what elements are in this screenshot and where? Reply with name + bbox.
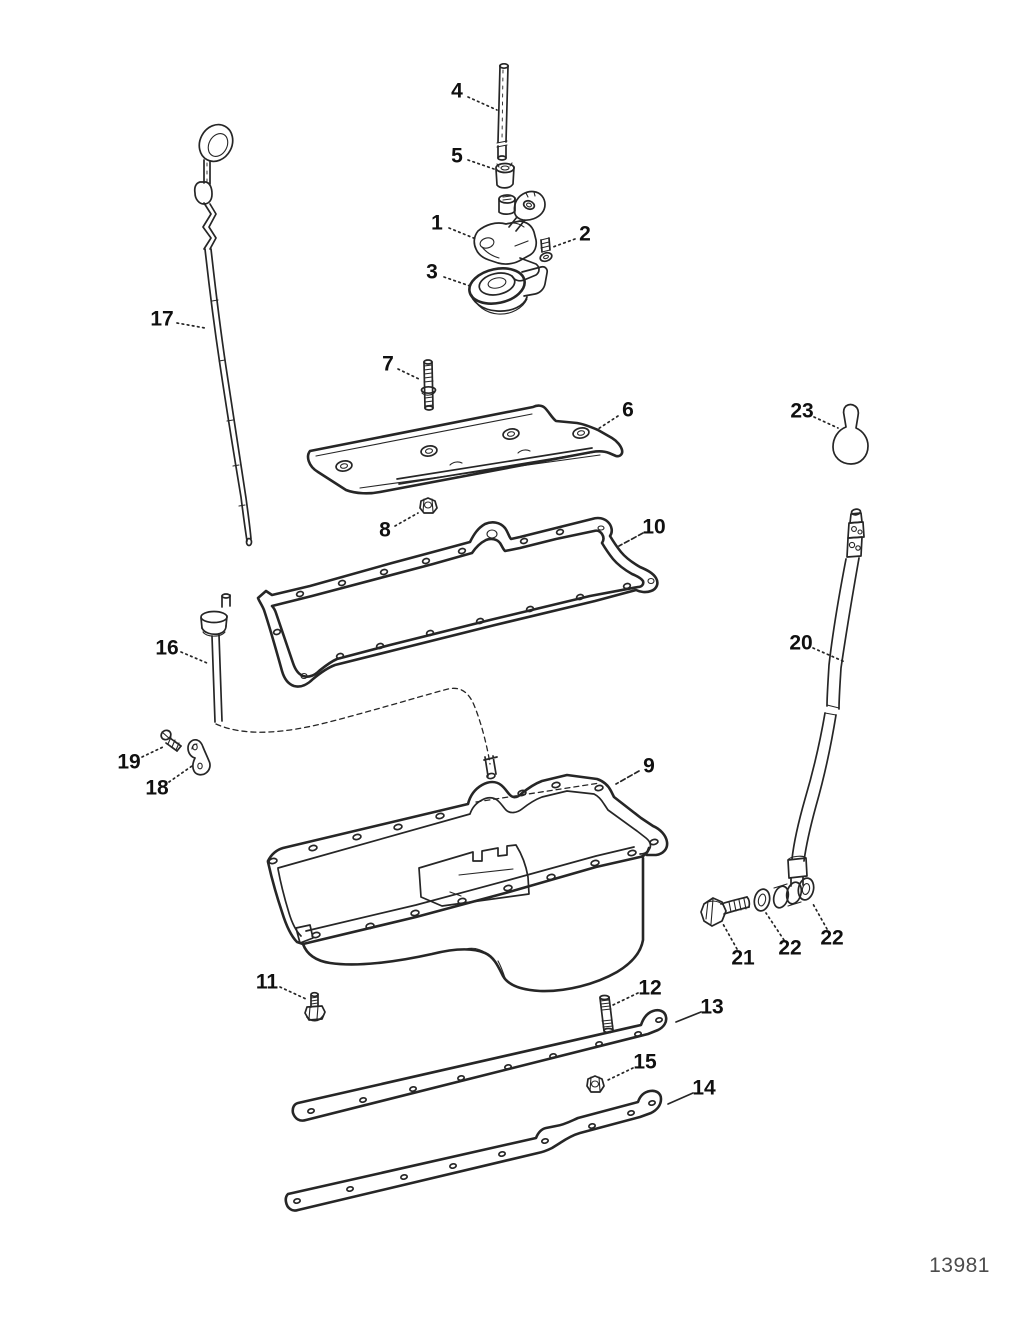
part-15-nut: [586, 1075, 605, 1093]
callout-number: 4: [451, 80, 463, 103]
part-2-screw: [539, 237, 553, 263]
callout-leader-line: [467, 96, 498, 111]
part-17-dipstick: [193, 123, 253, 547]
assembly-guide-line: [215, 687, 498, 780]
callout-number: 17: [150, 308, 173, 331]
part-3-pickup-strainer: [468, 265, 549, 315]
callout-leader-line: [812, 903, 828, 930]
part-18-clamp: [187, 739, 211, 776]
callout-leader-line: [168, 765, 193, 783]
part-14-reinforcement-rail: [284, 1089, 663, 1212]
callout-leader-line: [180, 651, 208, 664]
part-19-screw: [160, 729, 182, 752]
part-8-nut: [419, 497, 438, 514]
callout-18: 18: [145, 765, 193, 800]
callout-number: 21: [731, 947, 755, 970]
callout-number: 6: [622, 399, 634, 422]
part-16-dipstick-tube: [200, 593, 231, 723]
callout-leader-line: [612, 992, 639, 1006]
part-11-bolt: [304, 991, 326, 1022]
callout-number: 2: [579, 223, 591, 246]
callout-19: 19: [117, 746, 164, 774]
callout-number: 19: [117, 751, 140, 774]
callout-21: 21: [722, 923, 755, 970]
callout-leader-line: [765, 912, 785, 941]
callout-number: 7: [382, 353, 394, 376]
callout-number: 20: [789, 632, 812, 655]
callout-leader-line: [443, 276, 471, 287]
callout-number: 23: [790, 400, 813, 423]
callout-leader-line: [176, 322, 206, 329]
part-7-stud: [420, 359, 437, 411]
callout-leader-line: [397, 368, 422, 381]
part-4-driveshaft-rod: [496, 62, 510, 161]
callout-leader-line: [141, 746, 164, 758]
callout-number: 13: [700, 996, 723, 1019]
callout-11: 11: [256, 971, 307, 1000]
callout-16: 16: [155, 637, 208, 664]
callout-leader-line: [675, 1011, 702, 1023]
callout-leader-line: [467, 159, 495, 170]
part-21-banjo-bolt: [700, 896, 751, 927]
part-13-reinforcement-rail: [291, 1008, 668, 1122]
callout-number: 9: [643, 755, 655, 778]
callout-number: 22: [820, 927, 843, 950]
callout-leader-line: [394, 512, 419, 527]
callout-number: 15: [633, 1051, 657, 1074]
callout-4: 4: [451, 80, 498, 111]
callout-5: 5: [451, 145, 495, 170]
callout-leader-line: [667, 1092, 694, 1105]
callout-22: 22: [812, 903, 844, 950]
callout-number: 10: [642, 516, 665, 539]
callout-number: 8: [379, 519, 391, 542]
callout-number: 16: [155, 637, 178, 660]
callout-15: 15: [607, 1051, 657, 1081]
callout-leader-line: [448, 227, 477, 240]
callout-13: 13: [675, 996, 724, 1023]
callout-number: 12: [638, 977, 661, 1000]
callout-9: 9: [615, 755, 655, 785]
figure-number: 13981: [929, 1254, 990, 1277]
callout-20: 20: [789, 632, 846, 663]
callout-6: 6: [597, 399, 634, 430]
part-23-plug: [832, 403, 869, 465]
callout-7: 7: [382, 353, 422, 381]
callout-leader-line: [618, 532, 644, 547]
callout-3: 3: [426, 261, 471, 287]
callout-leader-line: [615, 770, 640, 785]
callout-leader-line: [607, 1067, 634, 1081]
callout-leader-line: [552, 238, 576, 248]
part-6-baffle-plate: [306, 404, 624, 495]
callout-17: 17: [150, 308, 206, 331]
callout-1: 1: [431, 212, 477, 240]
callout-leader-line: [279, 986, 307, 1000]
callout-14: 14: [667, 1077, 716, 1105]
callout-8: 8: [379, 512, 419, 542]
callout-number: 5: [451, 145, 463, 168]
part-22-washers: [753, 877, 815, 912]
callout-12: 12: [612, 977, 662, 1006]
callout-leader-line: [813, 416, 839, 429]
part-12-stud: [599, 994, 614, 1034]
callout-number: 14: [692, 1077, 716, 1100]
callout-22: 22: [765, 912, 802, 960]
callout-23: 23: [790, 400, 839, 429]
callout-leader-line: [597, 415, 619, 430]
callout-10: 10: [618, 516, 666, 547]
part-1-oil-pump: [473, 190, 546, 282]
callout-number: 11: [256, 971, 279, 994]
part-10-oil-pan-gasket: [256, 516, 659, 688]
callout-number: 1: [431, 212, 443, 235]
callout-2: 2: [552, 223, 591, 248]
callout-number: 22: [778, 937, 801, 960]
part-20-drain-hose: [772, 508, 865, 909]
callout-leader-line: [812, 647, 846, 663]
callout-number: 3: [426, 261, 438, 284]
part-5-coupling-bushing: [495, 162, 515, 189]
callout-leader-line: [722, 923, 738, 950]
callout-number: 18: [145, 777, 169, 800]
part-9-oil-pan: [266, 773, 669, 993]
